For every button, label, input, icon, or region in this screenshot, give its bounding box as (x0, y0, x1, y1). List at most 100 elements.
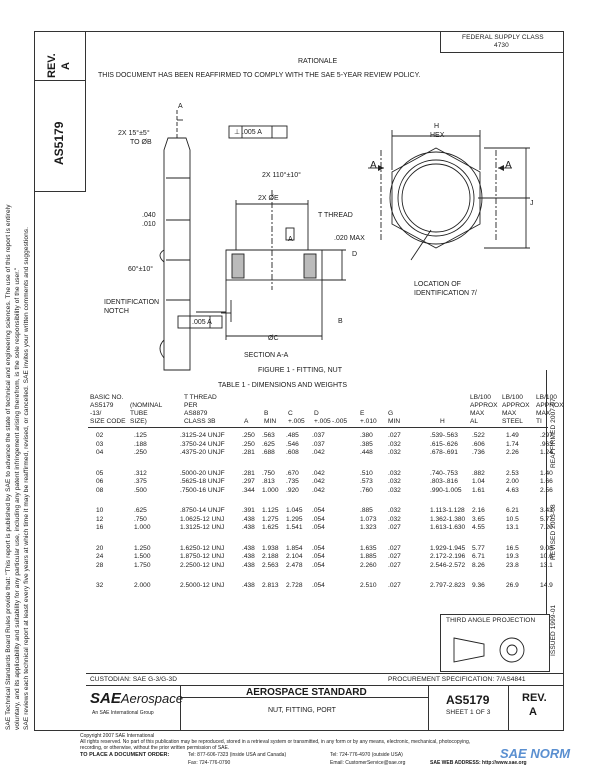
table-cell: 24 (96, 553, 104, 560)
col-header-d: D (314, 410, 319, 417)
table-cell: 1.6250-12 UNJ (180, 544, 225, 552)
dim-60deg: 60°±10° (128, 266, 154, 273)
table-cell: .882 (472, 469, 485, 477)
table-cell: .760 (360, 486, 373, 494)
rights: All rights reserved. No part of this pub… (80, 739, 471, 745)
table-cell: .485 (286, 432, 299, 439)
rev-value-title: A (529, 706, 537, 718)
table-cell: 13.1 (506, 524, 519, 531)
table-cell: .3750-24 UNJF (180, 440, 225, 448)
table-cell: .678-.691 (430, 449, 458, 456)
table-cell: 28 (96, 561, 104, 569)
table-cell: .027 (388, 524, 401, 531)
table-cell: 1.74 (506, 440, 519, 448)
third-angle-label: THIRD ANGLE PROJECTION (446, 617, 536, 624)
col-header-lb-ti: LB/100 (536, 394, 557, 401)
table-cell: 1.929-1.945 (430, 544, 466, 552)
label-a-top: A (178, 103, 183, 110)
table-cell: 1.073 (360, 515, 377, 523)
col-header-c: +.005 (288, 418, 305, 425)
watermark-norm: SAE NORM (500, 746, 571, 761)
table-cell: .8750-14 UNJF (180, 507, 225, 514)
table-cell: 3.65 (472, 515, 485, 523)
table-cell: 1.885 (360, 553, 377, 560)
dim-2xe: 2X ØE (258, 195, 279, 202)
dim-j: J (530, 200, 534, 207)
table-cell: .054 (312, 507, 325, 514)
logo-sae: SAE (90, 690, 121, 707)
table-cell: .670 (286, 469, 299, 477)
rationale-text: THIS DOCUMENT HAS BEEN REAFFIRMED TO COM… (98, 72, 421, 79)
figure-caption: FIGURE 1 - FITTING, NUT (258, 367, 342, 374)
table-cell: 6.71 (472, 553, 485, 560)
table-cell: .438 (242, 524, 255, 531)
col-header-e: E (360, 410, 365, 417)
dim-to-b: TO ØB (130, 139, 152, 146)
table-cell: 2.813 (262, 582, 279, 589)
third-angle-box (440, 614, 550, 672)
table-cell: 1.0625-12 UNJ (180, 515, 225, 523)
col-header-e: +.010 (360, 418, 377, 425)
table-cell: .448 (360, 449, 373, 456)
table-cell: 1.125 (262, 507, 279, 514)
dim-010: .010 (142, 221, 156, 228)
col-header-basic-no: AS5179 (90, 402, 114, 409)
page-frame (34, 31, 564, 731)
table-cell: 1.66 (540, 478, 553, 485)
table-cell: .813 (262, 478, 275, 485)
procurement-spec: PROCUREMENT SPECIFICATION: 7/AS4841 (388, 676, 526, 683)
col-header-h: H (440, 418, 445, 425)
table-cell: .438 (242, 561, 255, 569)
fcf-perpendicularity: ⊥ .005 A (234, 129, 262, 136)
table-cell: 7.20 (540, 524, 553, 531)
table-cell: .500 (134, 486, 147, 494)
table-cell: .803-.816 (430, 478, 458, 485)
table-cell: 1.854 (286, 544, 303, 552)
table-cell: 2.16 (472, 507, 485, 514)
dim-2x15: 2X 15°±5° (118, 130, 150, 137)
table-cell: 1.750 (134, 561, 151, 569)
dim-c: ØC (268, 335, 279, 342)
col-header-lb-ti: APPROX (536, 402, 564, 409)
table-cell: .375 (134, 478, 147, 485)
table-cell: 16.5 (506, 544, 519, 552)
table-cell: 4.63 (506, 486, 519, 494)
table-cell: 2.2500-12 UNJ (180, 561, 225, 569)
rev-value-top: A (60, 62, 72, 70)
table-cell: 5.77 (472, 544, 485, 552)
table-cell: 08 (96, 486, 104, 494)
table-cell: 19.3 (506, 553, 519, 560)
table-cell: 1.541 (286, 524, 303, 531)
col-header-lb-steel: LB/100 (502, 394, 523, 401)
table-cell: 1.3125-12 UNJ (180, 524, 225, 531)
table-cell: .032 (388, 449, 401, 456)
table-cell: .188 (134, 440, 147, 448)
table-cell: 10.6 (540, 553, 553, 560)
col-header-basic-no: SIZE CODE (90, 418, 126, 425)
table-cell: .027 (388, 582, 401, 589)
table-cell: 13.1 (540, 561, 553, 569)
table-cell: 9.36 (472, 582, 485, 589)
table-cell: .054 (312, 544, 325, 552)
table-cell: .522 (472, 432, 485, 439)
doc-number-vertical: AS5179 (52, 121, 66, 165)
col-header-g: MIN (388, 418, 401, 425)
logo-sub: An SAE International Group (92, 710, 154, 716)
table-cell: .042 (312, 469, 325, 477)
table-cell: .042 (312, 478, 325, 485)
table-cell: .7500-16 UNJF (180, 486, 225, 494)
table-cell: .5000-20 UNJF (180, 469, 225, 477)
table-cell: 2.172-2.196 (430, 553, 466, 560)
fitting-nut-drawing (159, 110, 530, 371)
table-cell: .438 (242, 544, 255, 552)
table-cell: .054 (312, 582, 325, 589)
table-cell: 1.49 (506, 432, 519, 439)
email: Email: CustomerService@sae.org (330, 760, 406, 766)
table-cell: .438 (242, 582, 255, 589)
table-cell: 26.9 (506, 582, 519, 589)
table-cell: .250 (242, 440, 255, 448)
table-cell: 1.613-1.630 (430, 524, 466, 531)
table-cell: .625 (262, 440, 275, 448)
table-cell: 1.045 (286, 507, 303, 514)
